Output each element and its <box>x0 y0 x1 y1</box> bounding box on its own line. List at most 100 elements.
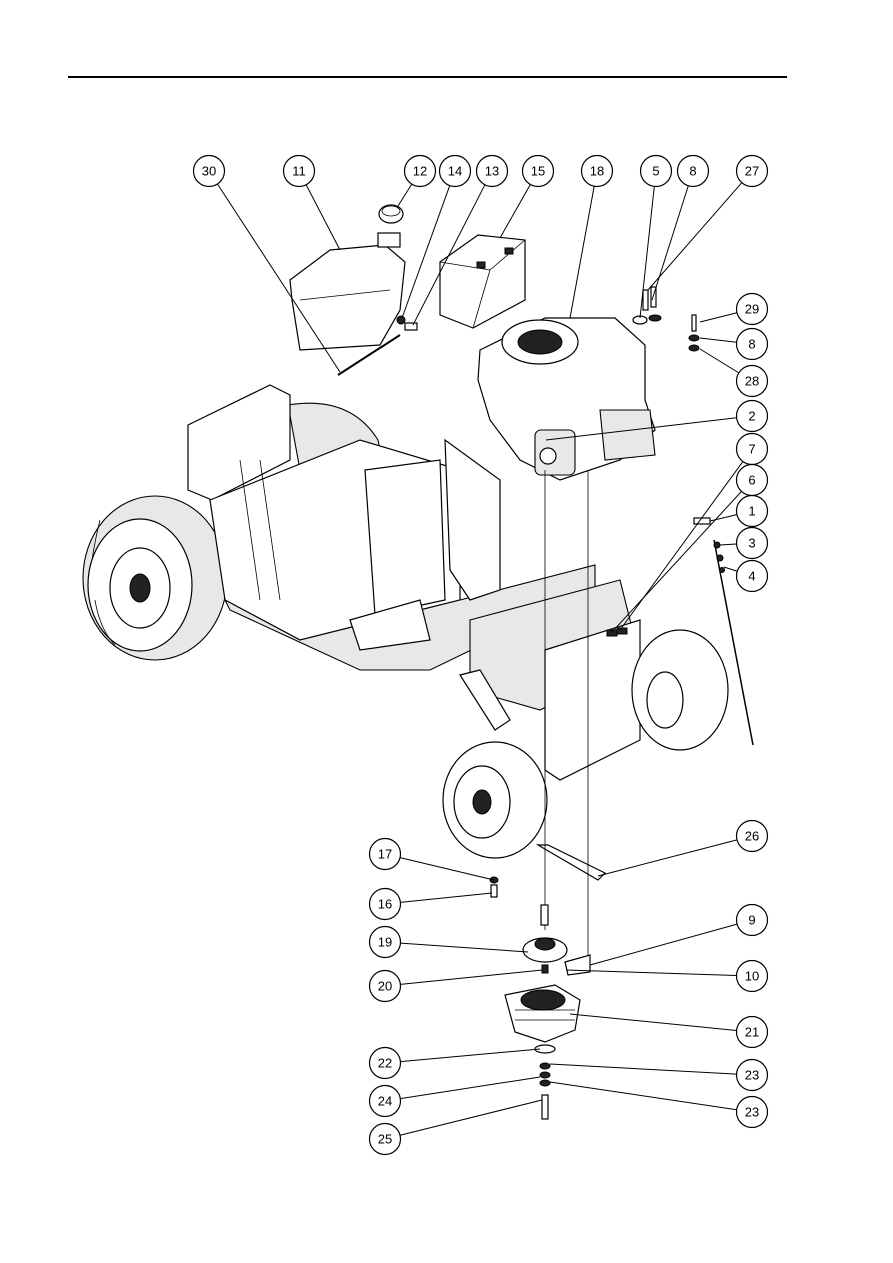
callout-label-21: 21 <box>745 1025 759 1040</box>
callout-circle-10 <box>735 959 769 993</box>
leader-line-3 <box>719 543 737 546</box>
callout-circle-8b <box>735 327 769 361</box>
callout-circle-9 <box>735 903 769 937</box>
callout-label-22: 22 <box>378 1056 392 1071</box>
callout-label-3: 3 <box>748 536 755 551</box>
callout-label-30: 30 <box>202 164 216 179</box>
leader-line-19 <box>400 942 529 953</box>
battery <box>439 234 526 329</box>
callout-label-6: 6 <box>748 473 755 488</box>
callout-circle-1 <box>735 494 769 528</box>
callout-circle-26 <box>735 819 769 853</box>
leader-line-24 <box>400 1076 541 1100</box>
leader-line-22 <box>400 1048 541 1063</box>
callout-circle-29 <box>735 292 769 326</box>
callout-circle-22 <box>368 1046 402 1080</box>
callout-label-26: 26 <box>745 829 759 844</box>
leader-line-1 <box>709 514 738 522</box>
pulley <box>522 904 568 963</box>
callout-label-9: 9 <box>748 913 755 928</box>
leader-line-29 <box>699 312 738 323</box>
leader-line-13 <box>412 184 486 326</box>
callout-circle-15 <box>521 154 555 188</box>
callout-label-2: 2 <box>748 409 755 424</box>
callout-label-8a: 8 <box>689 164 696 179</box>
leader-line-23b <box>549 1081 737 1111</box>
leader-line-6 <box>611 491 742 633</box>
leader-line-18 <box>569 186 595 319</box>
leader-line-26 <box>597 839 738 877</box>
callout-label-5: 5 <box>652 164 659 179</box>
chassis-frame <box>187 384 641 781</box>
callout-label-16: 16 <box>378 897 392 912</box>
leader-line-15 <box>499 184 531 239</box>
washer-stack <box>534 1044 556 1120</box>
callout-circle-23a <box>735 1058 769 1092</box>
callout-label-13: 13 <box>485 164 499 179</box>
leader-line-23a <box>549 1063 737 1075</box>
leader-line-30 <box>217 183 341 373</box>
leader-line-28 <box>699 348 740 374</box>
leader-line-27 <box>647 182 743 291</box>
leader-line-12 <box>397 183 413 207</box>
callout-circle-21 <box>735 1015 769 1049</box>
callout-label-29: 29 <box>745 302 759 317</box>
fuel-tank <box>289 232 406 351</box>
callout-circle-23b <box>735 1095 769 1129</box>
callout-label-15: 15 <box>531 164 545 179</box>
callout-circle-5 <box>639 154 673 188</box>
pto-clutch <box>504 984 581 1043</box>
callout-label-17: 17 <box>378 847 392 862</box>
callout-label-7: 7 <box>748 442 755 457</box>
leader-line-8b <box>699 337 737 343</box>
callout-circle-24 <box>368 1084 402 1118</box>
callout-circle-18 <box>580 154 614 188</box>
leader-line-16 <box>400 892 493 903</box>
callout-label-23b: 23 <box>745 1105 759 1120</box>
callout-label-28: 28 <box>745 374 759 389</box>
callout-label-11: 11 <box>292 164 306 179</box>
callout-label-8b: 8 <box>748 337 755 352</box>
fuel-line <box>337 334 401 376</box>
callout-label-4: 4 <box>748 569 755 584</box>
callout-circle-2 <box>735 399 769 433</box>
callout-label-18: 18 <box>590 164 604 179</box>
leader-line-7 <box>619 461 744 631</box>
callout-label-14: 14 <box>448 164 462 179</box>
engine <box>477 317 656 481</box>
callout-circle-13 <box>475 154 509 188</box>
callout-circle-25 <box>368 1122 402 1156</box>
callout-circle-12 <box>403 154 437 188</box>
callout-circle-19 <box>368 925 402 959</box>
rear-wheel-left <box>82 495 228 661</box>
callout-circle-20 <box>368 969 402 1003</box>
engine-mount-bolts <box>632 286 662 325</box>
callout-circle-3 <box>735 526 769 560</box>
callout-label-19: 19 <box>378 935 392 950</box>
front-wheel-right <box>631 629 729 751</box>
callout-label-25: 25 <box>378 1132 392 1147</box>
leader-line-11 <box>305 184 341 251</box>
callout-label-24: 24 <box>378 1094 392 1109</box>
leader-line-20 <box>400 969 543 985</box>
leader-line-9 <box>589 923 738 966</box>
fuel-fittings <box>396 315 418 331</box>
callout-circle-17 <box>368 837 402 871</box>
leader-line-25 <box>399 1099 543 1136</box>
leader-line-10 <box>565 969 737 976</box>
callout-circle-27 <box>735 154 769 188</box>
callout-circle-28 <box>735 364 769 398</box>
leader-line-17 <box>399 857 495 881</box>
callout-label-1: 1 <box>748 504 755 519</box>
callout-label-10: 10 <box>745 969 759 984</box>
header-rule <box>68 76 787 78</box>
callout-label-23a: 23 <box>745 1068 759 1083</box>
leader-line-2 <box>545 417 737 441</box>
leader-line-4 <box>723 566 738 572</box>
leader-line-5 <box>639 186 655 319</box>
callout-circle-30 <box>192 154 226 188</box>
callout-circle-11 <box>282 154 316 188</box>
front-wheel-left <box>442 741 548 859</box>
